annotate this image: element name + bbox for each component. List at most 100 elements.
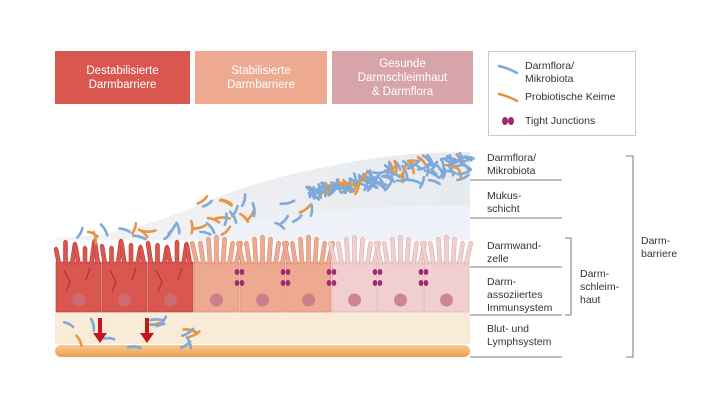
microbiota-rod (309, 203, 314, 218)
probiotic-rod (206, 216, 221, 224)
label-blood-lymph: Blut- und Lymphsystem (487, 323, 552, 348)
probiotic-rod (75, 334, 83, 347)
label-mucus: Mukus- schicht (487, 190, 522, 215)
tight-junction (423, 269, 429, 275)
probiotic-rod (182, 328, 198, 334)
microbiota-rod (395, 178, 409, 183)
microbiota-rod (205, 222, 216, 235)
microbiota-rod (201, 199, 213, 208)
mucosa-bracket (565, 237, 572, 316)
blue-rod-icon (497, 64, 519, 75)
microbiota-rod (163, 229, 173, 241)
immune-system-band (55, 312, 470, 344)
epithelial-cell (327, 234, 382, 313)
barrier-bracket (626, 155, 634, 358)
label-mucosa: Darm- schleim- haut (580, 268, 620, 306)
tight-junction (280, 269, 286, 275)
microbiota-rod (416, 163, 432, 171)
legend-label-microbiota: Darmflora/ Mikrobiota (525, 60, 575, 85)
probiotic-rod (359, 171, 368, 183)
microbiota-rod (382, 175, 396, 184)
probiotic-rod (393, 159, 398, 174)
microbiota-rod (62, 321, 75, 329)
microbiota-rod (458, 160, 471, 173)
tight-junction (377, 269, 383, 275)
tight-junction (285, 280, 291, 286)
probiotic-rod (341, 182, 357, 188)
microbiota-rod (279, 199, 296, 206)
legend: Darmflora/ Mikrobiota Probiotische Keime… (488, 51, 636, 136)
cell-nucleus (348, 293, 361, 307)
blood-lymph-band (55, 345, 470, 357)
microbiota-rod (118, 227, 131, 234)
probiotic-rod (298, 203, 312, 214)
cell-nucleus (302, 293, 315, 307)
microbiota-rod (421, 154, 434, 167)
microbiota-rod (439, 156, 457, 161)
microbiota-rod (291, 214, 303, 223)
epithelial-cell (53, 238, 102, 313)
tight-junction (234, 269, 240, 275)
inner-mucus-layer (190, 205, 470, 240)
probiotic-rod (399, 164, 407, 178)
microbiota-rod (407, 178, 423, 186)
microbiota-rod (76, 226, 84, 239)
microbiota-rod (131, 234, 147, 241)
orange-rod-icon (497, 92, 519, 103)
tight-junction (234, 280, 240, 286)
microbiota-rod (180, 327, 195, 338)
microbiota-rod (175, 221, 181, 235)
microbiota-rod (223, 212, 228, 227)
microbiota-rod (305, 185, 316, 200)
tight-junction (372, 280, 378, 286)
cell-nucleus (440, 293, 453, 307)
probiotic-rod (190, 219, 194, 235)
legend-item-microbiota: Darmflora/ Mikrobiota (489, 58, 635, 86)
microbiota-rod (456, 173, 470, 182)
epithelial-cell (235, 234, 290, 313)
microbiota-rod (179, 340, 192, 350)
microbiota-rod (376, 181, 390, 188)
microbiota-rod (456, 170, 470, 176)
microbiota-rod (359, 175, 373, 184)
header-destabilized-barrier: Destabilisierte Darmbarriere (55, 51, 190, 104)
cell-nucleus (118, 293, 131, 307)
microbiota-rod (459, 155, 472, 161)
microbiota-rod (427, 178, 441, 186)
microbiota-rod (150, 322, 166, 327)
microbiota-rod (228, 210, 238, 224)
legend-item-tight-junctions: Tight Junctions (489, 110, 635, 138)
tight-junction (331, 269, 337, 275)
microbiota-rod (406, 159, 421, 170)
probiotic-rod (218, 199, 233, 207)
microbiota-rod (199, 230, 212, 236)
label-immune-system: Darm- assoziiertes Immunsystem (487, 276, 553, 314)
epithelial-cell (419, 234, 474, 313)
epithelial-cell (189, 234, 244, 313)
header-healthy-mucosa: Gesunde Darmschleimhaut & Darmflora (332, 51, 473, 104)
label-leader-lines (470, 179, 562, 358)
cell-nucleus (164, 293, 177, 307)
tight-junction (326, 269, 332, 275)
leak-arrow-icon (93, 318, 107, 343)
microbiota-rod (438, 168, 446, 180)
tight-junction (377, 280, 383, 286)
probiotic-rod (416, 155, 427, 166)
probiotic-rod (137, 228, 149, 239)
tight-junction-icon (502, 117, 514, 125)
microbiota-rod (89, 317, 96, 332)
probiotic-rod (239, 212, 250, 223)
microbiota-rod (126, 345, 143, 350)
probiotic-rod (92, 230, 98, 245)
leak-arrow-icon (140, 318, 154, 343)
tight-junction (418, 269, 424, 275)
epithelial-cell (145, 239, 194, 313)
probiotic-rod (196, 195, 209, 205)
legend-item-probiotics: Probiotische Keime (489, 88, 635, 116)
microbiota-rod (274, 221, 286, 230)
epithelial-cell (281, 234, 336, 313)
tight-junction (239, 269, 245, 275)
microbiota-rod (363, 175, 369, 192)
